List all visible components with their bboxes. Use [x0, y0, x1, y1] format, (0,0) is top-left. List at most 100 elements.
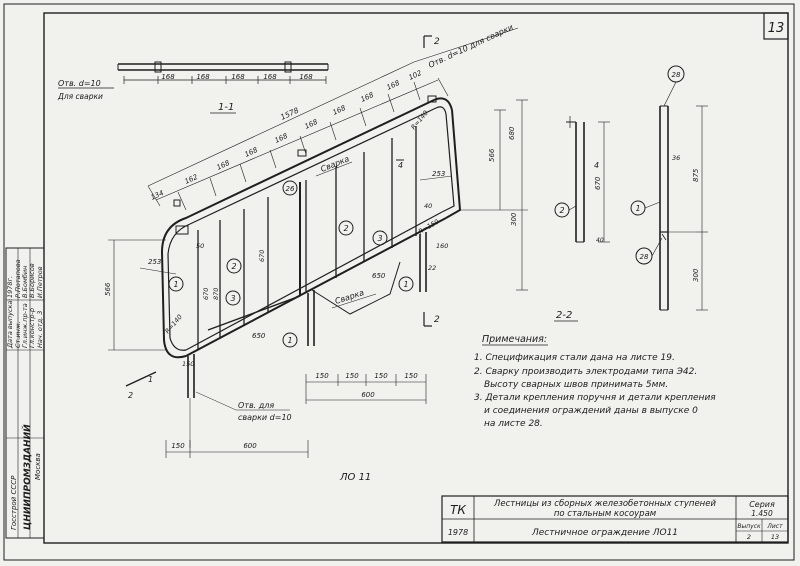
callout-3: 3 [230, 294, 235, 303]
sheet-number-block: 13 [771, 533, 779, 541]
hole-weld-label: Отв. d=10 для сварки [427, 23, 515, 70]
section-mark-2-2: 2-2 [556, 310, 572, 321]
dim-168: 168 [231, 73, 245, 81]
dim-670-left: 670 [202, 288, 210, 300]
dim-870: 870 [212, 288, 220, 300]
dim-168: 168 [331, 104, 347, 117]
dim-40: 40 [424, 202, 432, 210]
note-3c: на листе 28. [484, 419, 543, 429]
dim-50: 50 [196, 242, 204, 250]
cut-mark-2-bottom: 2 [434, 315, 440, 325]
notes-title: Примечания: [482, 334, 547, 345]
bottom-dims [165, 374, 427, 458]
stamp-row-5: Дата выпуска: [6, 298, 14, 349]
stamp-row-4: Ст.инж. [14, 321, 22, 348]
callout-4-section: 4 [594, 161, 599, 170]
dim-22: 22 [428, 264, 436, 272]
dim-150: 150 [345, 372, 359, 380]
stamp-row-3: Гл.инж.пр-та [21, 303, 29, 348]
dim-253-right: 253 [432, 170, 445, 178]
stamp-row-4b: Р.Потапова [14, 259, 22, 298]
callout-1: 1 [173, 280, 178, 289]
dim-150: 150 [315, 372, 329, 380]
stamp-row-5b: 1978г. [6, 276, 14, 298]
callout-28-bottom: 28 [640, 253, 649, 261]
dim-253-left: 253 [148, 258, 161, 266]
sheet-label: Лист [766, 523, 783, 530]
top-bar-plan [117, 61, 329, 84]
stamp-row-1b: И.Петров [36, 266, 44, 298]
radius-r140: R=140 [163, 313, 184, 335]
dim-102: 102 [407, 69, 423, 82]
section-2-2 [554, 116, 610, 243]
dim-600: 600 [361, 391, 375, 399]
series-label: Серия [749, 500, 775, 509]
dim-162: 162 [183, 173, 199, 186]
org-gosstroy: Госстрой СССР [10, 475, 18, 530]
drawing-label: ЛО 11 [339, 472, 371, 483]
callout-3: 3 [377, 234, 382, 243]
cut-mark-1-left: 1 [148, 375, 153, 384]
dim-670-center: 670 [258, 250, 266, 262]
stamp-row-2b: В.Борисов [28, 263, 36, 298]
dim-168: 168 [161, 73, 175, 81]
cut-mark-2-top: 2 [434, 37, 440, 47]
callout-4: 4 [398, 161, 403, 170]
slope-dimension-lines [147, 27, 519, 211]
dim-650-left: 650 [252, 332, 266, 340]
title-code: ТК [450, 503, 466, 517]
sheet-number-box [763, 12, 789, 40]
title-description-1: Лестницы из сборных железобетонных ступе… [493, 499, 716, 509]
callouts-main [168, 180, 414, 348]
note-2a: 2. Сварку производить электродами типа Э… [474, 367, 697, 377]
dim-168: 168 [385, 79, 401, 92]
org-institute: ЦНИИПРОМЗДАНИЙ [21, 424, 33, 530]
dim-168: 168 [299, 73, 313, 81]
dim-168: 168 [273, 132, 289, 145]
dim-680: 680 [508, 126, 516, 140]
stamp-row-2: Гл.констр-р [28, 308, 36, 348]
dim-168: 168 [303, 118, 319, 131]
dim-875: 875 [692, 168, 700, 182]
section-mark-1-1: 1-1 [218, 102, 234, 113]
dim-150: 150 [374, 372, 388, 380]
note-3a: 3. Детали крепления поручня и детали кре… [474, 393, 716, 403]
dim-300-post: 300 [692, 268, 700, 282]
org-city: Москва [34, 453, 42, 480]
stamp-row-3b: В.Бомбин [21, 266, 29, 298]
dim-36: 36 [672, 154, 680, 162]
sheet-inner-frame [43, 12, 789, 544]
for-welding-label: Для сварки [57, 92, 103, 101]
dim-650-right: 650 [372, 272, 386, 280]
weld-label-bottom: Сварка [334, 288, 365, 306]
dim-300: 300 [510, 212, 518, 226]
series-number: 1.450 [751, 509, 773, 518]
sheet-number: 13 [768, 21, 785, 36]
callout-2: 2 [343, 224, 348, 233]
dim-670-section: 670 [594, 176, 602, 190]
right-vertical-dims [460, 99, 528, 291]
callout-1: 1 [403, 280, 408, 289]
railing-elevation [161, 95, 462, 398]
callout-1-post: 1 [635, 204, 640, 213]
radius-r150: R=150 [417, 218, 440, 236]
callout-2-section: 2 [559, 206, 564, 215]
dim-150-small: 150 [182, 360, 194, 368]
note-2b: Высоту сварных швов принимать 5мм. [484, 380, 668, 390]
stamp-row-1: Нач. отд. 3 [36, 311, 44, 348]
callout-26: 26 [286, 185, 295, 193]
dim-1578: 1578 [279, 105, 300, 121]
dim-168: 168 [196, 73, 210, 81]
callout-2: 2 [231, 262, 236, 271]
dim-168: 168 [263, 73, 277, 81]
welding-d10-label: сварки d=10 [238, 413, 292, 422]
issue-label: Выпуск [737, 523, 761, 530]
note-1: 1. Спецификация стали дана на листе 19. [474, 353, 675, 363]
dim-566: 566 [488, 148, 496, 162]
cut-mark-2-left: 2 [128, 391, 133, 400]
note-3b: и соединения ограждений даны в выпуске 0 [484, 406, 698, 416]
dim-168: 168 [215, 159, 231, 172]
dim-600-bottom: 600 [243, 442, 257, 450]
